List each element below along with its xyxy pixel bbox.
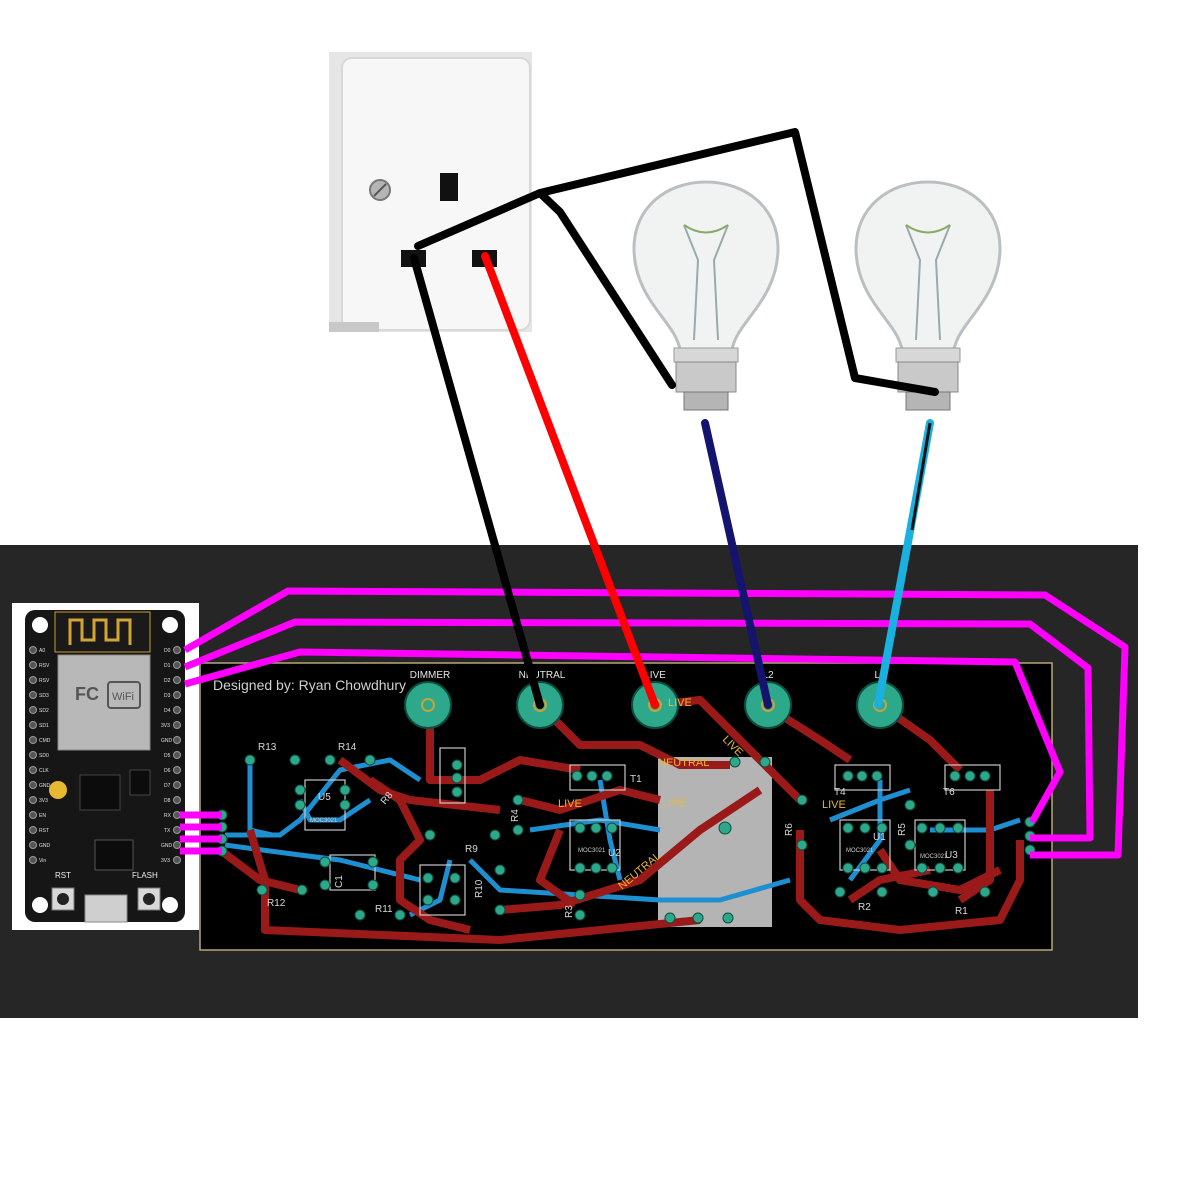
rst-label: RST [55, 871, 71, 880]
signal-wires [180, 587, 1129, 859]
pin-label: GND [39, 783, 51, 789]
label-r4: R4 [510, 809, 521, 822]
net-label-live: LIVE [558, 798, 582, 810]
pin-label: 3V3 [39, 798, 48, 804]
pin-label: D0 [164, 648, 171, 654]
pcb-board [199, 662, 1053, 951]
power-led [49, 781, 67, 799]
label-t6: T6 [943, 787, 955, 798]
pin-label: D2 [164, 678, 171, 684]
pin-label: SD1 [39, 723, 49, 729]
pin-label: SD2 [39, 708, 49, 714]
label-t4: T4 [834, 787, 846, 798]
usb-chip [94, 839, 134, 871]
micro-usb-port [84, 894, 128, 923]
terminal-label-l2: L2 [762, 670, 774, 681]
label-r9: R9 [465, 844, 478, 855]
socket-earth-slot [440, 173, 458, 201]
label-u1: U1 [873, 832, 886, 843]
label-r5: R5 [897, 823, 908, 836]
pin-label: 3V3 [161, 858, 170, 864]
pin-label: TX [164, 828, 171, 834]
label-u5: U5 [318, 792, 331, 803]
light-bulb-1 [632, 180, 780, 411]
net-label-live: LIVE [822, 799, 846, 811]
bottom-copper-traces [224, 757, 1021, 918]
terminal-label-neutral: NEUTRAL [519, 670, 566, 681]
label-r14: R14 [338, 742, 357, 753]
top-copper-traces [217, 696, 1024, 944]
label-r6: R6 [784, 823, 795, 836]
pin-label: D4 [164, 708, 171, 714]
terminal-label-live: LIVE [644, 670, 666, 681]
component-pads [216, 754, 1036, 924]
header-pins-left [29, 646, 37, 864]
pin-label: D1 [164, 663, 171, 669]
pin-label: RX [164, 813, 172, 819]
pin-label: GND [161, 738, 173, 744]
net-label-neutral: NEUTRAL [658, 757, 709, 769]
pin-label: CMD [39, 738, 51, 744]
svg-text:WiFi: WiFi [112, 691, 134, 703]
esp-shield [57, 654, 151, 751]
label-r10: R10 [474, 879, 485, 898]
terminal-label-dimmer: DIMMER [410, 670, 451, 681]
label-r3: R3 [564, 905, 575, 918]
net-label-live: LIVE [668, 697, 692, 709]
pin-label: GND [161, 843, 173, 849]
live-wire [481, 252, 659, 709]
designer-credit: Designed by: Ryan Chowdhury [213, 677, 406, 693]
esp8266-module: FC WiFi RST FLASH D0 D1 [12, 603, 199, 930]
pin-label: Vin [39, 858, 46, 864]
label-moc3021: MOC3021 [310, 818, 338, 824]
pin-label: RSV [39, 678, 50, 684]
pin-label: SD3 [39, 693, 49, 699]
pin-label: D5 [164, 753, 171, 759]
pin-label: 3V3 [161, 723, 170, 729]
label-moc3021: MOC3021 [846, 848, 874, 854]
neutral-wire-to-lamp1 [536, 189, 676, 389]
label-u2: U2 [608, 848, 621, 859]
flash-label: FLASH [132, 871, 158, 880]
label-r13: R13 [258, 742, 277, 753]
terminal-dimmer [404, 681, 452, 729]
label-c1: C1 [334, 875, 345, 888]
pin-label: D6 [164, 768, 171, 774]
pin-label: CLK [39, 768, 49, 774]
neutral-wire-to-pcb [410, 254, 544, 709]
label-u3: U3 [945, 850, 958, 861]
pin-label: A0 [39, 648, 45, 654]
net-label-live: LIVE [662, 797, 686, 809]
pin-label: GND [39, 843, 51, 849]
pin-label: EN [39, 813, 46, 819]
pin-label: SD0 [39, 753, 49, 759]
label-moc3021: MOC3021 [920, 854, 948, 860]
pin-label: D7 [164, 783, 171, 789]
pin-label: D8 [164, 798, 171, 804]
neutral-wire-to-lamps [414, 128, 939, 396]
pin-label: RSV [39, 663, 50, 669]
label-r12: R12 [267, 898, 286, 909]
label-r2: R2 [858, 902, 871, 913]
header-pins-right [173, 646, 181, 864]
light-bulb-2 [854, 180, 1002, 411]
lamp1-wire [701, 419, 772, 709]
svg-text:FC: FC [75, 684, 99, 704]
label-t1: T1 [630, 774, 642, 785]
pin-label: D3 [164, 693, 171, 699]
label-r11: R11 [375, 904, 393, 915]
label-r1: R1 [955, 906, 968, 917]
label-moc3021: MOC3021 [578, 848, 606, 854]
pin-label: RST [39, 828, 49, 834]
